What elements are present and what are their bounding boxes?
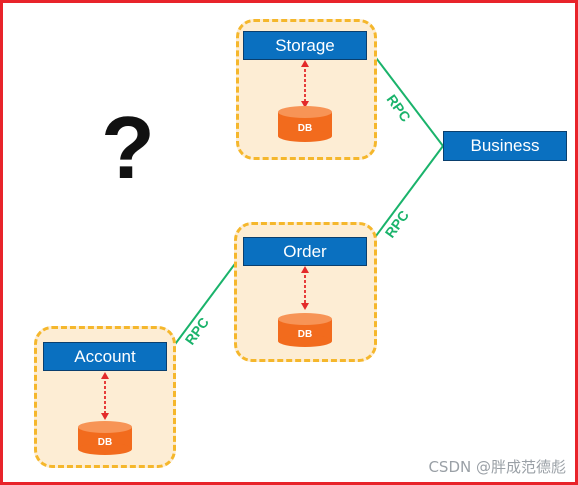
account-service-label: Account	[74, 346, 136, 366]
account-service-box: Account	[43, 342, 167, 371]
account-db-label: DB	[98, 437, 112, 448]
storage-db-label: DB	[298, 123, 312, 134]
order-db-label: DB	[298, 329, 312, 340]
order-service-label: Order	[283, 241, 327, 261]
order-service-box: Order	[243, 237, 367, 266]
watermark-text: CSDN @胖成范德彪	[428, 458, 566, 476]
rpc-line-business-order	[366, 145, 444, 249]
rpc-line-order-account	[166, 252, 244, 356]
account-db-icon: DB	[78, 372, 132, 455]
business-service-box: Business	[443, 131, 567, 161]
storage-db-icon: DB	[278, 60, 332, 142]
storage-service-box: Storage	[243, 31, 367, 60]
order-db-icon: DB	[278, 266, 332, 347]
rpc-line-business-storage	[366, 45, 444, 147]
business-service-label: Business	[470, 136, 540, 155]
question-mark: ?	[101, 98, 155, 197]
storage-service-label: Storage	[275, 35, 335, 55]
